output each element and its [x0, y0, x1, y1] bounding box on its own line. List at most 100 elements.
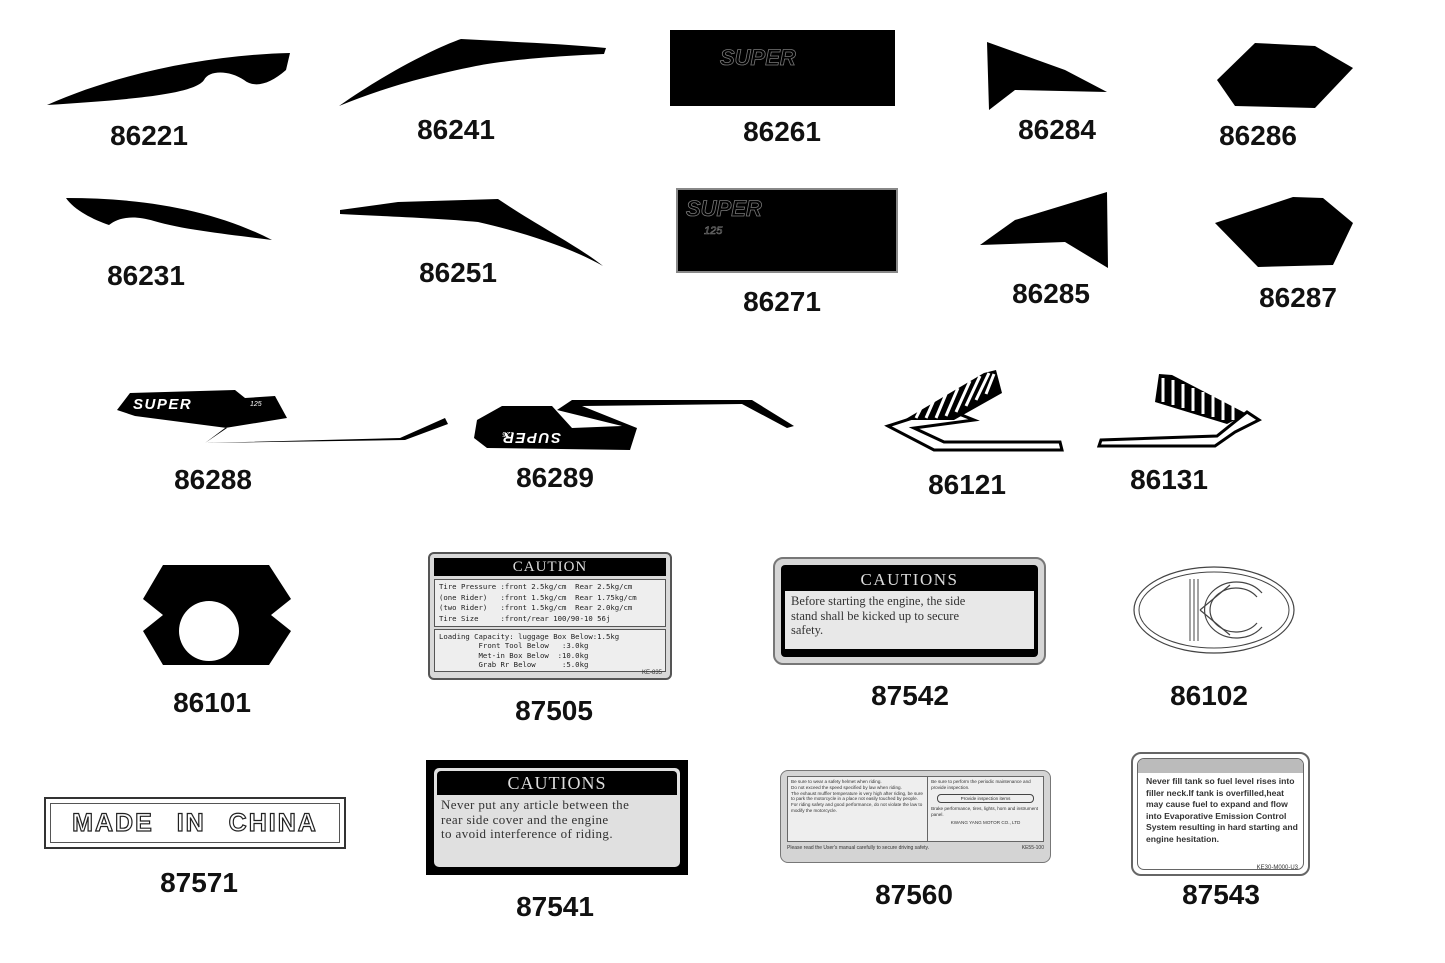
label-87541-body: Never put any article between the rear s… [437, 795, 677, 845]
logo-86102-k-mark [1189, 579, 1199, 641]
decal-86101-shape [143, 565, 291, 665]
decal-86261-panel [670, 30, 895, 106]
label-87505-row: Tire Pressure :front 2.5kg/cm Rear 2.5kg… [439, 582, 633, 591]
part-number-86121: 86121 [928, 469, 1006, 500]
label-87505-tire-panel: Tire Pressure :front 2.5kg/cm Rear 2.5kg… [434, 579, 666, 627]
part-number-86251: 86251 [419, 257, 497, 288]
part-number-86271: 86271 [743, 286, 821, 317]
part-number-87505: 87505 [515, 695, 593, 726]
label-87505: CAUTION Tire Pressure :front 2.5kg/cm Re… [428, 552, 672, 680]
label-87541-title-bar: CAUTIONS [437, 771, 677, 795]
decal-86271-text: SUPER [686, 196, 762, 221]
label-87541-line: Never put any article between the [441, 797, 630, 812]
label-87541-frame: CAUTIONS Never put any article between t… [434, 768, 680, 867]
logo-86102-outer-ring [1133, 566, 1295, 654]
logo-86102-k-arm [1199, 584, 1231, 636]
part-number-87543: 87543 [1182, 879, 1260, 910]
part-number-86101: 86101 [173, 687, 251, 718]
decal-86121 [884, 368, 1066, 454]
decal-86121-stripes [914, 372, 996, 419]
decal-86271-panel [676, 188, 898, 273]
decal-86284 [985, 40, 1110, 112]
label-87505-load-row: Grab Rr Below :5.0kg [439, 659, 589, 669]
label-87543-line: filler neck.If tank is overfilled,heat [1146, 787, 1285, 798]
label-87542-line: Before starting the engine, the side [791, 594, 966, 608]
label-87505-row: Tire Size :front/rear 100/90-10 56j [439, 613, 611, 623]
label-87560: Be sure to wear a safety helmet when rid… [780, 770, 1051, 863]
part-number-86288: 86288 [174, 464, 252, 495]
label-87560-left-line: The exhaust muffler temperature is very … [791, 790, 923, 802]
decal-86241 [336, 36, 608, 108]
label-87542: CAUTIONS Before starting the engine, the… [773, 557, 1046, 665]
decal-86261: SUPER [670, 30, 896, 107]
decal-86251 [338, 196, 606, 268]
part-number-86289: 86289 [516, 462, 594, 493]
decal-86271-size: 125 [704, 225, 723, 237]
label-87541-line: to avoid interference of riding. [441, 826, 613, 841]
label-87542-title: CAUTIONS [860, 570, 959, 589]
label-87560-code: KE55-100 [1021, 845, 1044, 851]
decal-86288-size: 125 [250, 401, 262, 408]
logo-86102-c-mark [1203, 581, 1263, 639]
decal-86287 [1213, 195, 1355, 269]
label-87560-panels: Be sure to wear a safety helmet when rid… [787, 776, 1044, 842]
label-87543: Never fill tank so fuel level rises into… [1131, 752, 1310, 876]
part-number-86284: 86284 [1018, 114, 1096, 145]
decal-86251-shape [340, 199, 603, 266]
label-87542-frame: CAUTIONS Before starting the engine, the… [781, 565, 1038, 657]
label-87571-text: MADE IN CHINA [72, 808, 318, 837]
decal-86285-shape [980, 192, 1108, 268]
part-number-87571: 87571 [160, 867, 238, 898]
decal-86101 [141, 563, 293, 667]
part-number-86287: 86287 [1259, 282, 1337, 313]
decal-86221-shape [47, 53, 290, 105]
logo-86102-inner-ring [1138, 571, 1290, 649]
label-87560-right: Be sure to perform the periodic maintena… [928, 777, 1043, 841]
decal-86289-text: SUPER [502, 429, 561, 446]
label-87542-line: safety. [791, 623, 824, 637]
decal-86221 [44, 50, 294, 110]
decal-86261-text: SUPER [720, 45, 796, 70]
part-number-87541: 87541 [516, 891, 594, 922]
label-87505-row: (two Rider) :front 1.5kg/cm Rear 2.0kg/c… [439, 603, 633, 612]
label-87541: CAUTIONS Never put any article between t… [426, 760, 688, 875]
label-87560-left: Be sure to wear a safety helmet when rid… [788, 777, 929, 841]
decal-86286 [1215, 40, 1355, 112]
decal-86271: SUPER 125 [676, 188, 900, 274]
decal-86241-shape [339, 39, 606, 106]
decal-86284-shape [987, 42, 1107, 110]
decal-86289-shape [474, 400, 794, 450]
part-number-86221: 86221 [110, 120, 188, 151]
part-number-86241: 86241 [417, 114, 495, 145]
decal-86289-size: 125 [502, 430, 514, 437]
decal-86131-outline [1096, 410, 1262, 448]
label-87542-body: Before starting the engine, the side sta… [785, 591, 1034, 649]
decal-86231-shape [66, 198, 272, 240]
label-87543-line: engine hesitation. [1146, 833, 1220, 844]
decal-86131-stripes [1161, 378, 1235, 420]
label-87560-right-line: Be sure to perform the periodic maintena… [931, 779, 1031, 790]
decal-86287-shape [1215, 197, 1353, 267]
decal-86285 [975, 190, 1113, 270]
part-number-86231: 86231 [107, 260, 185, 291]
part-number-86286: 86286 [1219, 120, 1297, 151]
label-87505-row: (one Rider) :front 1.5kg/cm Rear 1.75kg/… [439, 592, 637, 602]
label-87543-title-bar [1138, 759, 1303, 773]
label-87571: MADE IN CHINA [44, 797, 346, 849]
part-number-86285: 86285 [1012, 278, 1090, 309]
label-87505-load-row: Met-in Box Below :10.0kg [439, 650, 589, 660]
decal-86231 [64, 195, 274, 245]
label-87560-inspection-box: Provide inspection items [937, 793, 1034, 804]
label-87505-title: CAUTION [434, 558, 666, 576]
label-87560-left-line: Be sure to wear a safety helmet when rid… [791, 779, 882, 784]
label-87541-line: rear side cover and the engine [441, 811, 609, 827]
label-87543-body: Never fill tank so fuel level rises into… [1138, 773, 1303, 848]
decal-86288-shape [117, 390, 448, 443]
label-87560-left-line: Do not exceed the speed specified by law… [791, 784, 902, 790]
label-87560-footer: Please read the User's manual carefully … [787, 845, 930, 851]
decal-86131 [1096, 372, 1265, 454]
label-87505-load-row: Front Tool Below :3.0kg [439, 641, 589, 651]
label-87560-footer-row: Please read the User's manual carefully … [787, 845, 1044, 851]
decal-86289: SUPER 125 [472, 398, 797, 452]
label-87543-code: KE30-M000-U3 [1256, 865, 1298, 871]
